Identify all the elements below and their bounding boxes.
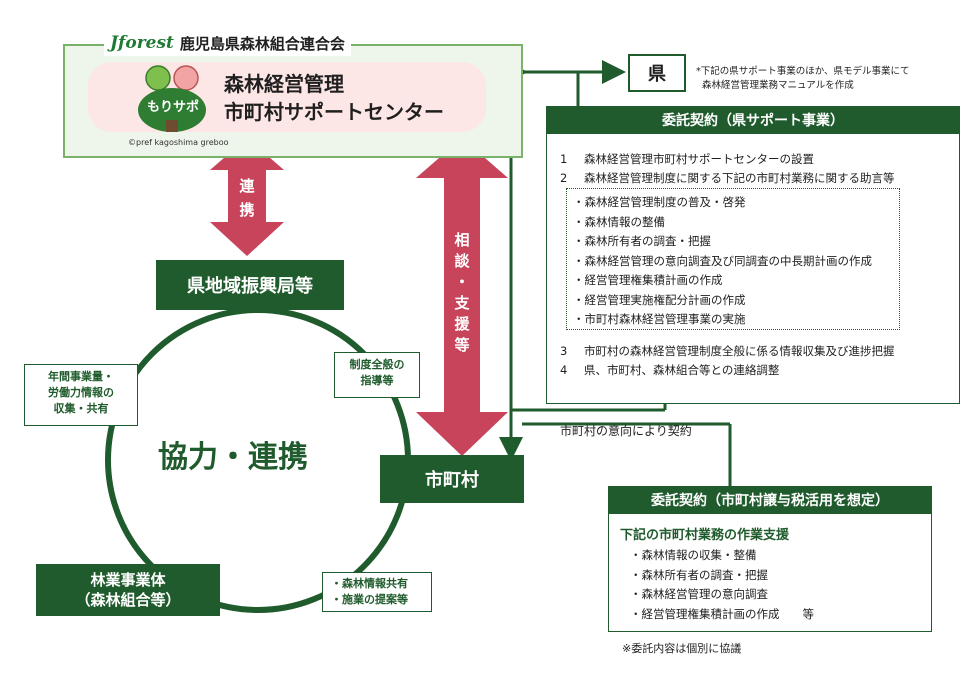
sub-item: ・森林所有者の調査・把握	[573, 234, 711, 248]
node-ringyo-line1: 林業事業体	[90, 571, 166, 589]
org-name: 鹿児島県森林組合連合会	[179, 34, 345, 53]
item-text: 県、市町村、森林組合等との連絡調整	[584, 363, 780, 377]
copyright-text: ©pref kagoshima greboo	[128, 138, 229, 147]
shinrin-line1: ・森林情報共有	[331, 577, 408, 590]
contract-ken-item-1: 1 森林経営管理市町村サポートセンターの設置	[560, 148, 814, 170]
renkei-arrow	[210, 138, 284, 256]
node-shichoson: 市町村	[380, 455, 524, 503]
sub-item: ・森林情報の整備	[573, 214, 665, 229]
node-ringyo: 林業事業体 （森林組合等）	[36, 564, 220, 616]
org-header: Jforest 鹿児島県森林組合連合会	[104, 30, 351, 56]
contract-ken-item-4: 4 県、市町村、森林組合等との連絡調整	[560, 359, 779, 381]
contract-city-list: ・森林情報の収集・整備 ・森林所有者の調査・把握 ・森林経営管理の意向調査 ・経…	[630, 546, 814, 624]
sub-item: ・森林経営管理制度の普及・啓発	[573, 195, 746, 209]
seido-line2: 指導等	[360, 374, 394, 387]
sodan-char-5: 援	[454, 315, 470, 333]
sodan-label: 相 談 ・ 支 援 等	[446, 230, 478, 356]
sub-item: ・市町村森林経営管理事業の実施	[573, 312, 746, 326]
renkei-char-1: 連	[239, 177, 255, 195]
center-title-line2: 市町村サポートセンター	[224, 100, 444, 124]
sub-item: ・経営管理実施権配分計画の作成	[573, 292, 746, 307]
item-text: 森林経営管理制度に関する下記の市町村業務に関する助言等	[584, 171, 895, 185]
contract-city-subtitle: 下記の市町村業務の作業支援	[620, 528, 790, 543]
ken-box: 県	[628, 54, 686, 92]
node-shichoson-label: 市町村	[425, 470, 479, 491]
sodan-char-1: 相	[454, 231, 470, 249]
nenkan-line1: 年間事業量・	[48, 370, 114, 383]
seido-box: 制度全般の 指導等	[334, 352, 420, 398]
mascot-icon	[138, 65, 206, 132]
sodan-char-6: 等	[454, 336, 470, 354]
contract-ken-header-label: 委託契約（県サポート事業）	[662, 113, 844, 129]
contract-ken-subbox: ・森林経営管理制度の普及・啓発 ・森林情報の整備 ・森林所有者の調査・把握 ・森…	[566, 188, 900, 330]
nenkan-box: 年間事業量・ 労働力情報の 収集・共有	[24, 364, 138, 426]
contract-ken-item-3: 3 市町村の森林経営管理制度全般に係る情報収集及び進捗把握	[560, 340, 895, 362]
nenkan-line3: 収集・共有	[53, 402, 109, 415]
contract-ken-header: 委託契約（県サポート事業）	[546, 106, 960, 134]
sub-item: ・森林経営管理の意向調査及び同調査の中長期計画の作成	[573, 253, 872, 268]
shinrin-line2: ・施業の提案等	[331, 593, 408, 606]
item-number: 2	[560, 171, 568, 185]
item-number: 3	[560, 344, 568, 358]
city-item: ・森林経営管理の意向調査	[630, 587, 768, 601]
ikou-label: 市町村の意向により契約	[560, 424, 692, 438]
contract-ken-item-2: 2 森林経営管理制度に関する下記の市町村業務に関する助言等	[560, 167, 895, 189]
item-number: 4	[560, 363, 568, 377]
mascot-image	[128, 60, 216, 138]
mascot-label: もりサポ	[146, 100, 199, 115]
node-shinkokyoku: 県地域振興局等	[156, 260, 344, 310]
center-title-line1: 森林経営管理	[224, 72, 344, 96]
node-shinkokyoku-label: 県地域振興局等	[187, 276, 313, 297]
ken-note-line2: 森林経営管理業務マニュアルを作成	[702, 80, 854, 91]
footnote: ※委託内容は個別に協議	[622, 642, 742, 655]
city-item: ・森林所有者の調査・把握	[630, 567, 768, 582]
city-item: ・経営管理権集積計画の作成 等	[630, 606, 814, 621]
sodan-char-2: 談	[454, 252, 470, 270]
ken-label: 県	[648, 64, 666, 85]
sodan-char-3: ・	[454, 273, 470, 291]
shinrin-box: ・森林情報共有 ・施業の提案等	[322, 572, 432, 612]
sodan-arrow	[416, 138, 508, 456]
node-ringyo-line2: （森林組合等）	[75, 591, 181, 609]
jforest-logo: Jforest	[110, 33, 174, 53]
sub-item: ・経営管理権集積計画の作成	[573, 273, 723, 287]
contract-ken-panel	[546, 106, 960, 404]
ken-note-line1: *下記の県サポート事業のほか、県モデル事業にて	[696, 66, 910, 77]
contract-city-header-label: 委託契約（市町村譲与税活用を想定）	[651, 493, 889, 509]
contract-city-header: 委託契約（市町村譲与税活用を想定）	[608, 486, 932, 514]
nenkan-line2: 労働力情報の	[48, 386, 114, 399]
item-number: 1	[560, 152, 568, 166]
center-label: 協力・連携	[158, 440, 308, 475]
seido-line1: 制度全般の	[349, 358, 405, 371]
renkei-char-2: 携	[239, 201, 255, 219]
city-item: ・森林情報の収集・整備	[630, 548, 757, 562]
renkei-label: 連 携	[231, 174, 263, 222]
item-text: 市町村の森林経営管理制度全般に係る情報収集及び進捗把握	[584, 344, 895, 358]
sodan-char-4: 支	[454, 294, 470, 312]
item-text: 森林経営管理市町村サポートセンターの設置	[584, 152, 814, 166]
